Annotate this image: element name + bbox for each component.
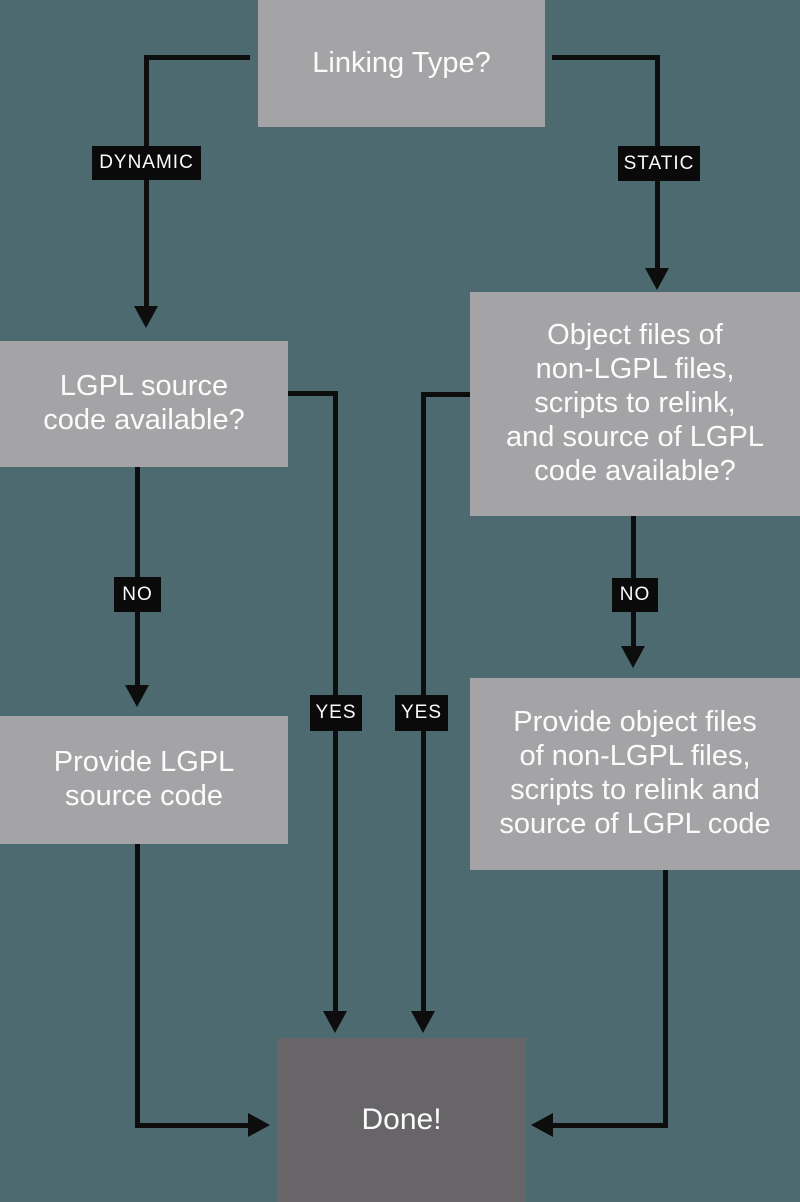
node-lgpl-source-available-label: LGPL source code available?: [43, 370, 245, 436]
node-provide-lgpl-source-label: Provide LGPL source code: [53, 746, 235, 812]
node-done: Done!: [277, 1038, 526, 1202]
edge-yes-right-arrowhead-icon: [411, 1011, 435, 1033]
node-lgpl-source-available: LGPL source code available?: [0, 341, 288, 467]
edge-yes-right-horizontal-line: [421, 392, 470, 397]
edge-label-yes-right: YES: [395, 695, 448, 731]
edge-label-yes-left: YES: [310, 695, 362, 731]
edge-label-yes-right-text: YES: [400, 702, 443, 723]
edge-label-no-right-text: NO: [619, 584, 651, 605]
node-provide-object-files: Provide object files of non-LGPL files, …: [470, 678, 800, 870]
edge-label-static: STATIC: [618, 146, 700, 181]
edge-label-dynamic: DYNAMIC: [92, 146, 201, 180]
edge-label-yes-left-text: YES: [315, 702, 357, 723]
edge-provide-lgpl-to-done-arrowhead-icon: [248, 1113, 270, 1137]
edge-dynamic-horizontal-line: [144, 55, 250, 60]
edge-provide-lgpl-to-done-horizontal-line: [135, 1123, 248, 1128]
edge-yes-left-arrowhead-icon: [323, 1011, 347, 1033]
edge-provide-object-to-done-vertical-line: [663, 870, 668, 1128]
edge-no-left-line: [135, 467, 140, 685]
edge-label-no-left: NO: [114, 577, 161, 612]
node-linking-type: Linking Type?: [258, 0, 545, 127]
edge-no-right-arrowhead-icon: [621, 646, 645, 668]
edge-label-static-text: STATIC: [623, 152, 695, 174]
edge-label-no-left-text: NO: [122, 583, 153, 605]
edge-static-arrowhead-icon: [645, 268, 669, 290]
edge-no-left-arrowhead-icon: [125, 685, 149, 707]
edge-label-dynamic-text: DYNAMIC: [99, 152, 194, 173]
edge-provide-object-to-done-arrowhead-icon: [531, 1113, 553, 1137]
edge-label-no-right: NO: [612, 578, 658, 612]
edge-yes-left-horizontal-line: [288, 391, 338, 396]
edge-provide-lgpl-to-done-vertical-line: [135, 844, 140, 1128]
edge-static-horizontal-line: [552, 55, 660, 60]
edge-provide-object-to-done-horizontal-line: [553, 1123, 668, 1128]
node-object-files-available: Object files of non-LGPL files, scripts …: [470, 292, 800, 516]
edge-dynamic-arrowhead-icon: [134, 306, 158, 328]
node-object-files-available-label: Object files of non-LGPL files, scripts …: [506, 319, 764, 487]
edge-dynamic-vertical-line: [144, 55, 149, 308]
node-linking-type-label: Linking Type?: [312, 46, 491, 79]
node-done-label: Done!: [361, 1103, 442, 1137]
node-provide-lgpl-source: Provide LGPL source code: [0, 716, 288, 844]
node-provide-object-files-label: Provide object files of non-LGPL files, …: [499, 706, 771, 840]
